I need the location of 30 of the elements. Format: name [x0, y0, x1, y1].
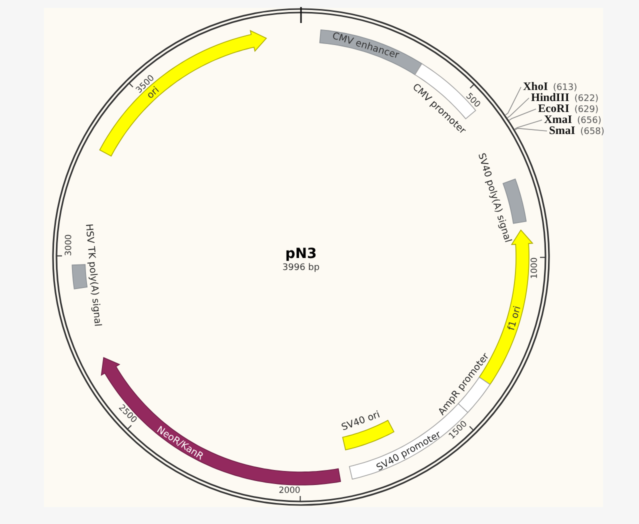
site-name: SmaI — [549, 125, 576, 137]
leader-line — [514, 120, 542, 130]
site-position: (613) — [552, 83, 578, 93]
leader-line — [507, 98, 530, 118]
plasmid-size: 3996 bp — [282, 263, 320, 273]
tick-label: 2000 — [278, 486, 300, 496]
site-position: (658) — [580, 127, 604, 137]
site-name: EcoRI — [538, 103, 570, 115]
feature-box — [319, 29, 422, 76]
directional-feature — [99, 30, 267, 157]
plasmid-name: pN3 — [285, 246, 317, 262]
feature-box — [476, 152, 527, 244]
leader-line — [505, 86, 522, 116]
site-name: XmaI — [544, 114, 572, 126]
leader-line — [508, 108, 536, 121]
site-position: (622) — [574, 94, 599, 104]
feature-label: SV40 ori — [340, 409, 382, 434]
feature-label: f1 ori — [506, 304, 524, 332]
tick-label: 1000 — [530, 257, 540, 279]
site-position: (629) — [574, 105, 599, 115]
site-position: (656) — [577, 116, 602, 126]
feature-box — [340, 409, 394, 450]
site-name: XhoI — [523, 81, 548, 93]
leader-line — [514, 128, 548, 132]
site-name: HindIII — [531, 92, 570, 104]
feature-box — [72, 223, 103, 327]
tick-label: 3000 — [64, 234, 74, 256]
directional-feature — [100, 356, 342, 486]
feature-label: HSV TK poly(A) signal — [83, 223, 103, 327]
tick-label: 500 — [463, 91, 482, 110]
